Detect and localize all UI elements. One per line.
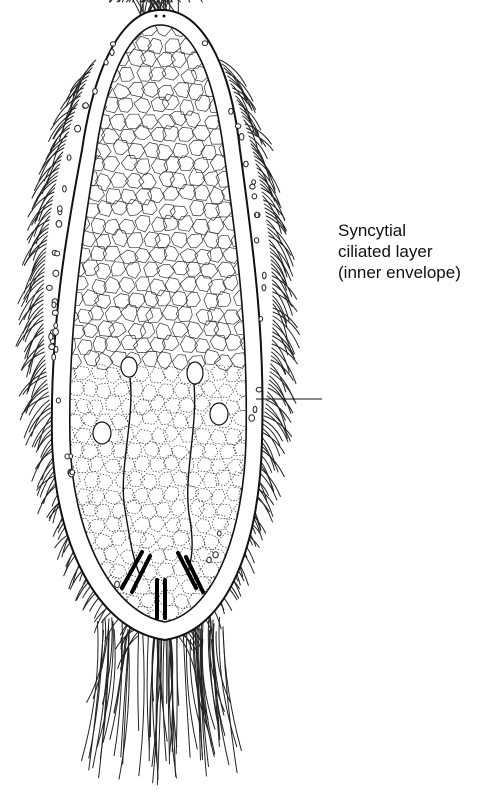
cell-polygon — [244, 592, 261, 607]
vacuole — [56, 398, 60, 403]
cell-polygon — [49, 592, 66, 606]
vacuole — [263, 272, 267, 279]
cell-polygon — [240, 609, 255, 624]
vacuole — [218, 531, 222, 536]
cell-polygon — [248, 54, 264, 67]
vacuole — [255, 212, 259, 218]
callout-line-3: (inner envelope) — [338, 262, 461, 283]
vacuole — [54, 346, 58, 352]
vacuole — [52, 310, 58, 315]
vacuole — [256, 387, 262, 392]
vacuole — [56, 221, 62, 228]
cell-polygon — [61, 609, 76, 623]
vacuole — [254, 238, 258, 243]
vacuole — [259, 317, 263, 322]
cell-polygon — [247, 22, 262, 39]
vacuole — [54, 323, 58, 328]
vacuole — [70, 470, 75, 475]
lateral-cilium — [261, 432, 284, 454]
posterior-cilium — [163, 624, 166, 760]
vacuole — [239, 134, 244, 141]
left-nucleus — [93, 422, 111, 444]
apical-dot — [155, 15, 158, 18]
vacuole — [111, 42, 116, 46]
callout-line-2: ciliated layer — [338, 241, 461, 262]
lateral-cilium — [29, 224, 49, 255]
vacuole — [52, 302, 56, 308]
cell-polygon — [56, 66, 73, 81]
cell-polygon — [53, 82, 70, 97]
vacuole — [252, 194, 257, 199]
callout-label: Syncytial ciliated layer (inner envelope… — [338, 220, 461, 283]
vacuole — [104, 60, 108, 65]
cell-polygon — [52, 55, 68, 70]
cell-polygon — [80, 25, 95, 39]
vacuole — [52, 354, 56, 360]
posterior-cilium — [138, 619, 139, 731]
cell-polygon — [216, 22, 232, 37]
cell-polygon — [69, 50, 85, 66]
vacuole — [58, 206, 63, 211]
left-flame-cell — [121, 357, 137, 377]
cell-polygon — [224, 37, 242, 51]
vacuole — [69, 454, 73, 459]
vacuole — [252, 180, 256, 184]
vacuole — [229, 108, 233, 114]
cell-polygon — [88, 37, 106, 53]
cell-polygon — [51, 24, 68, 38]
vacuole — [249, 415, 255, 422]
vacuole — [83, 103, 89, 108]
vacuole — [55, 251, 60, 256]
cell-polygon — [59, 37, 75, 53]
vacuole — [63, 186, 67, 192]
cell-polygon — [52, 562, 68, 577]
right-nucleus — [210, 403, 228, 425]
cell-polygon — [69, 23, 85, 37]
vacuole — [262, 285, 266, 291]
vacuole — [67, 155, 71, 160]
lateral-cilium — [264, 420, 283, 441]
right-flame-cell — [187, 362, 203, 384]
vacuole — [110, 49, 114, 55]
cell-polygon — [50, 231, 67, 248]
vacuole — [253, 406, 257, 412]
cell-polygon — [248, 84, 264, 100]
cell-polygon — [233, 22, 250, 36]
cell-polygon — [233, 50, 250, 66]
cell-polygon — [240, 36, 257, 50]
vacuole — [202, 41, 207, 46]
apical-dot — [163, 15, 166, 18]
vacuole — [207, 557, 211, 562]
vacuole — [93, 89, 98, 95]
vacuole — [244, 161, 249, 167]
vacuole — [115, 581, 120, 588]
cell-polygon — [244, 564, 260, 579]
cell-polygon — [99, 24, 116, 38]
cell-polygon — [76, 39, 91, 54]
lateral-cilium — [24, 332, 43, 352]
cell-polygon — [231, 593, 249, 609]
vacuole — [47, 285, 53, 290]
vacuole — [235, 124, 240, 129]
vacuole — [213, 552, 218, 558]
cell-polygon — [226, 607, 242, 622]
cell-polygon — [65, 594, 82, 611]
vacuole — [49, 333, 53, 340]
vacuole — [53, 270, 59, 276]
cell-polygon — [241, 575, 257, 590]
lateral-cilium — [249, 136, 267, 159]
vacuole — [53, 328, 59, 335]
vacuole — [75, 125, 81, 132]
lateral-cilium — [243, 116, 262, 144]
callout-line-1: Syncytial — [338, 220, 461, 241]
vacuole — [250, 184, 255, 189]
posterior-cilium — [139, 633, 144, 776]
